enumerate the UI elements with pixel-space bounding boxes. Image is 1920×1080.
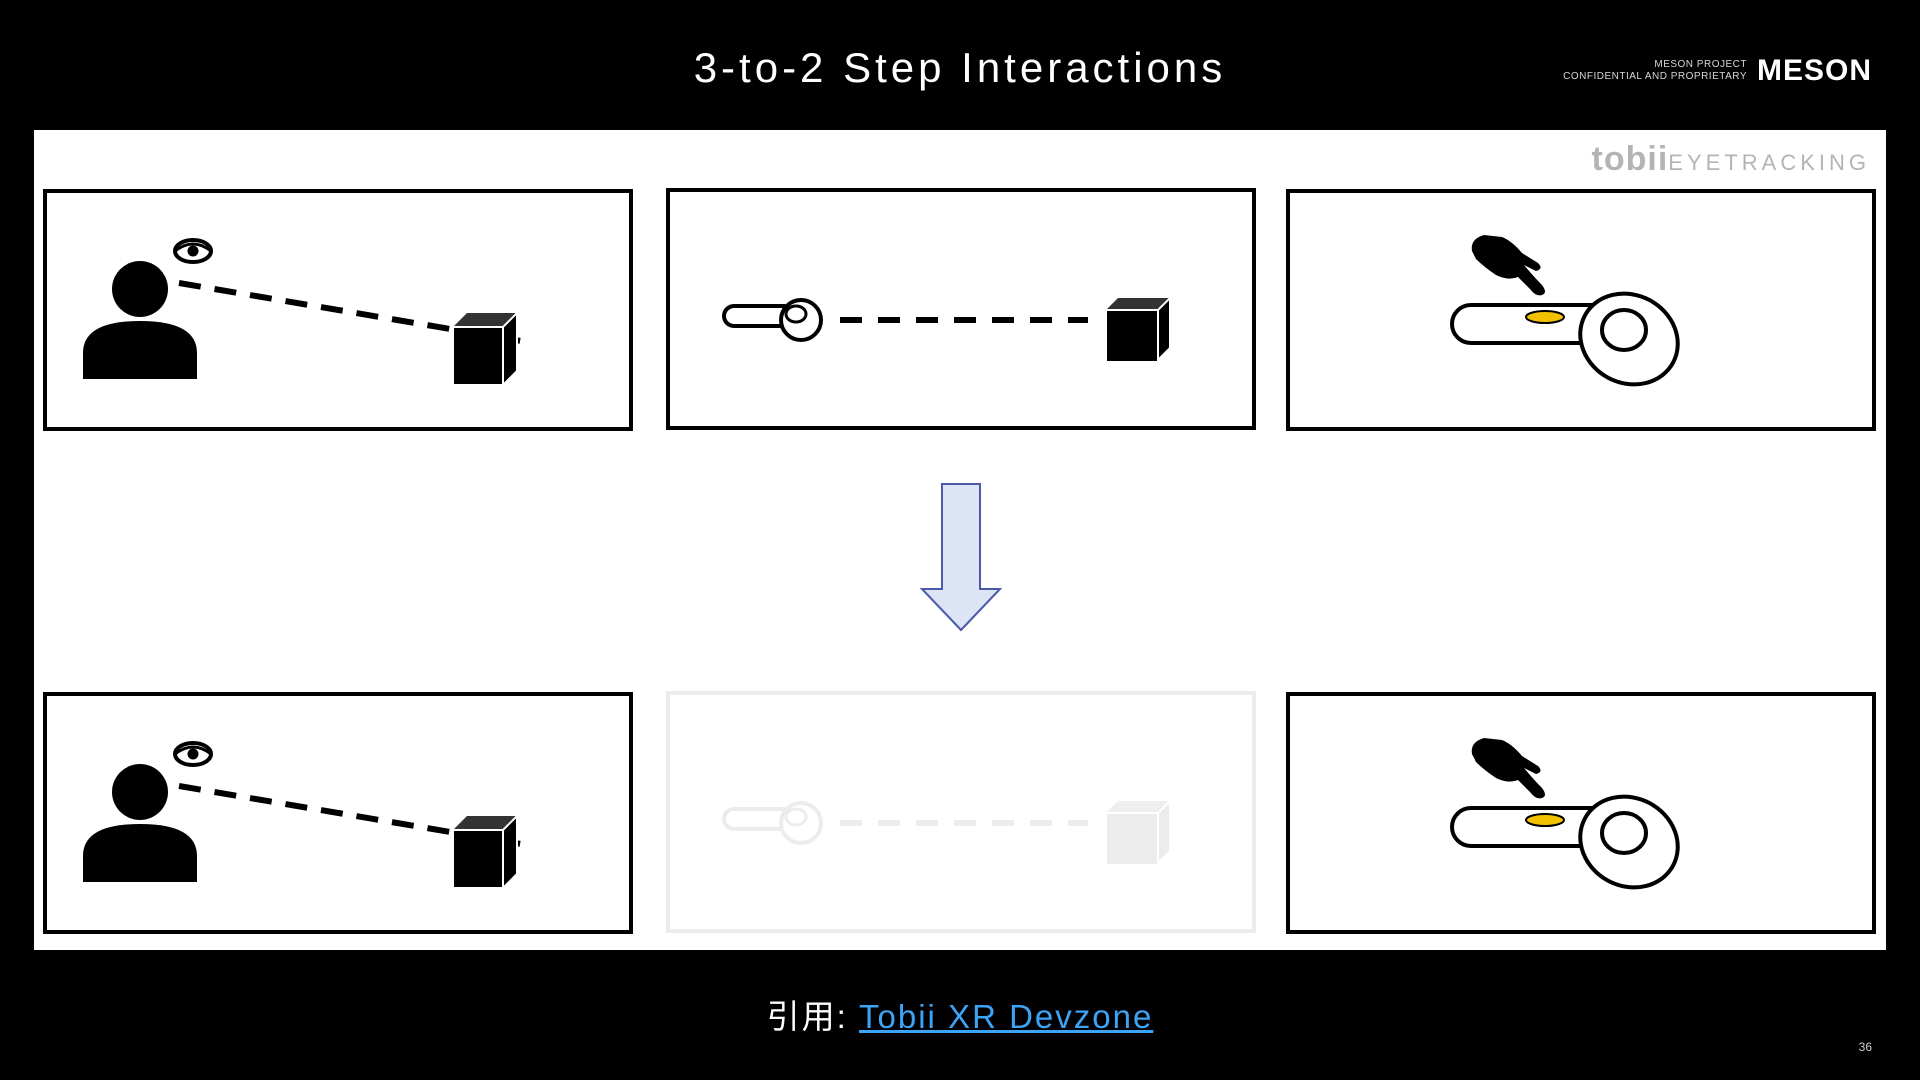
tobii-eyetracking-watermark: tobiiEYETRACKING [1592, 140, 1870, 179]
confidential-notice: MESON PROJECT CONFIDENTIAL AND PROPRIETA… [1563, 59, 1747, 83]
trigger-panel-bottom [1286, 692, 1876, 934]
slide-title: 3-to-2 Step Interactions [693, 44, 1227, 91]
tobii-devzone-link[interactable]: Tobii XR Devzone [859, 998, 1154, 1035]
down-arrow-icon [919, 483, 1003, 632]
brand-header: MESON PROJECT CONFIDENTIAL AND PROPRIETA… [1563, 54, 1872, 88]
gaze-panel-top [43, 189, 633, 431]
page-number: 36 [1858, 1040, 1872, 1054]
gaze-illustration [47, 696, 629, 930]
controller-ray-illustration [670, 192, 1252, 426]
trigger-press-illustration [1450, 233, 1696, 404]
project-line: MESON PROJECT [1654, 59, 1747, 70]
trigger-panel-top [1286, 189, 1876, 431]
eyetracking-text: EYETRACKING [1668, 150, 1870, 175]
controller-panel-bottom-faded [666, 691, 1256, 933]
gaze-illustration [47, 193, 629, 427]
figure-panel: tobiiEYETRACKING [34, 130, 1886, 950]
citation: 引用: Tobii XR Devzone [0, 990, 1920, 1038]
gaze-panel-bottom [43, 692, 633, 934]
meson-logo: MESON [1756, 54, 1872, 87]
confidential-line: CONFIDENTIAL AND PROPRIETARY [1563, 71, 1747, 82]
trigger-press-illustration [1450, 736, 1696, 907]
controller-ray-illustration [670, 695, 1252, 929]
citation-prefix: 引用: [766, 998, 860, 1035]
tobii-logo-text: tobii [1591, 140, 1669, 178]
controller-panel-top [666, 188, 1256, 430]
